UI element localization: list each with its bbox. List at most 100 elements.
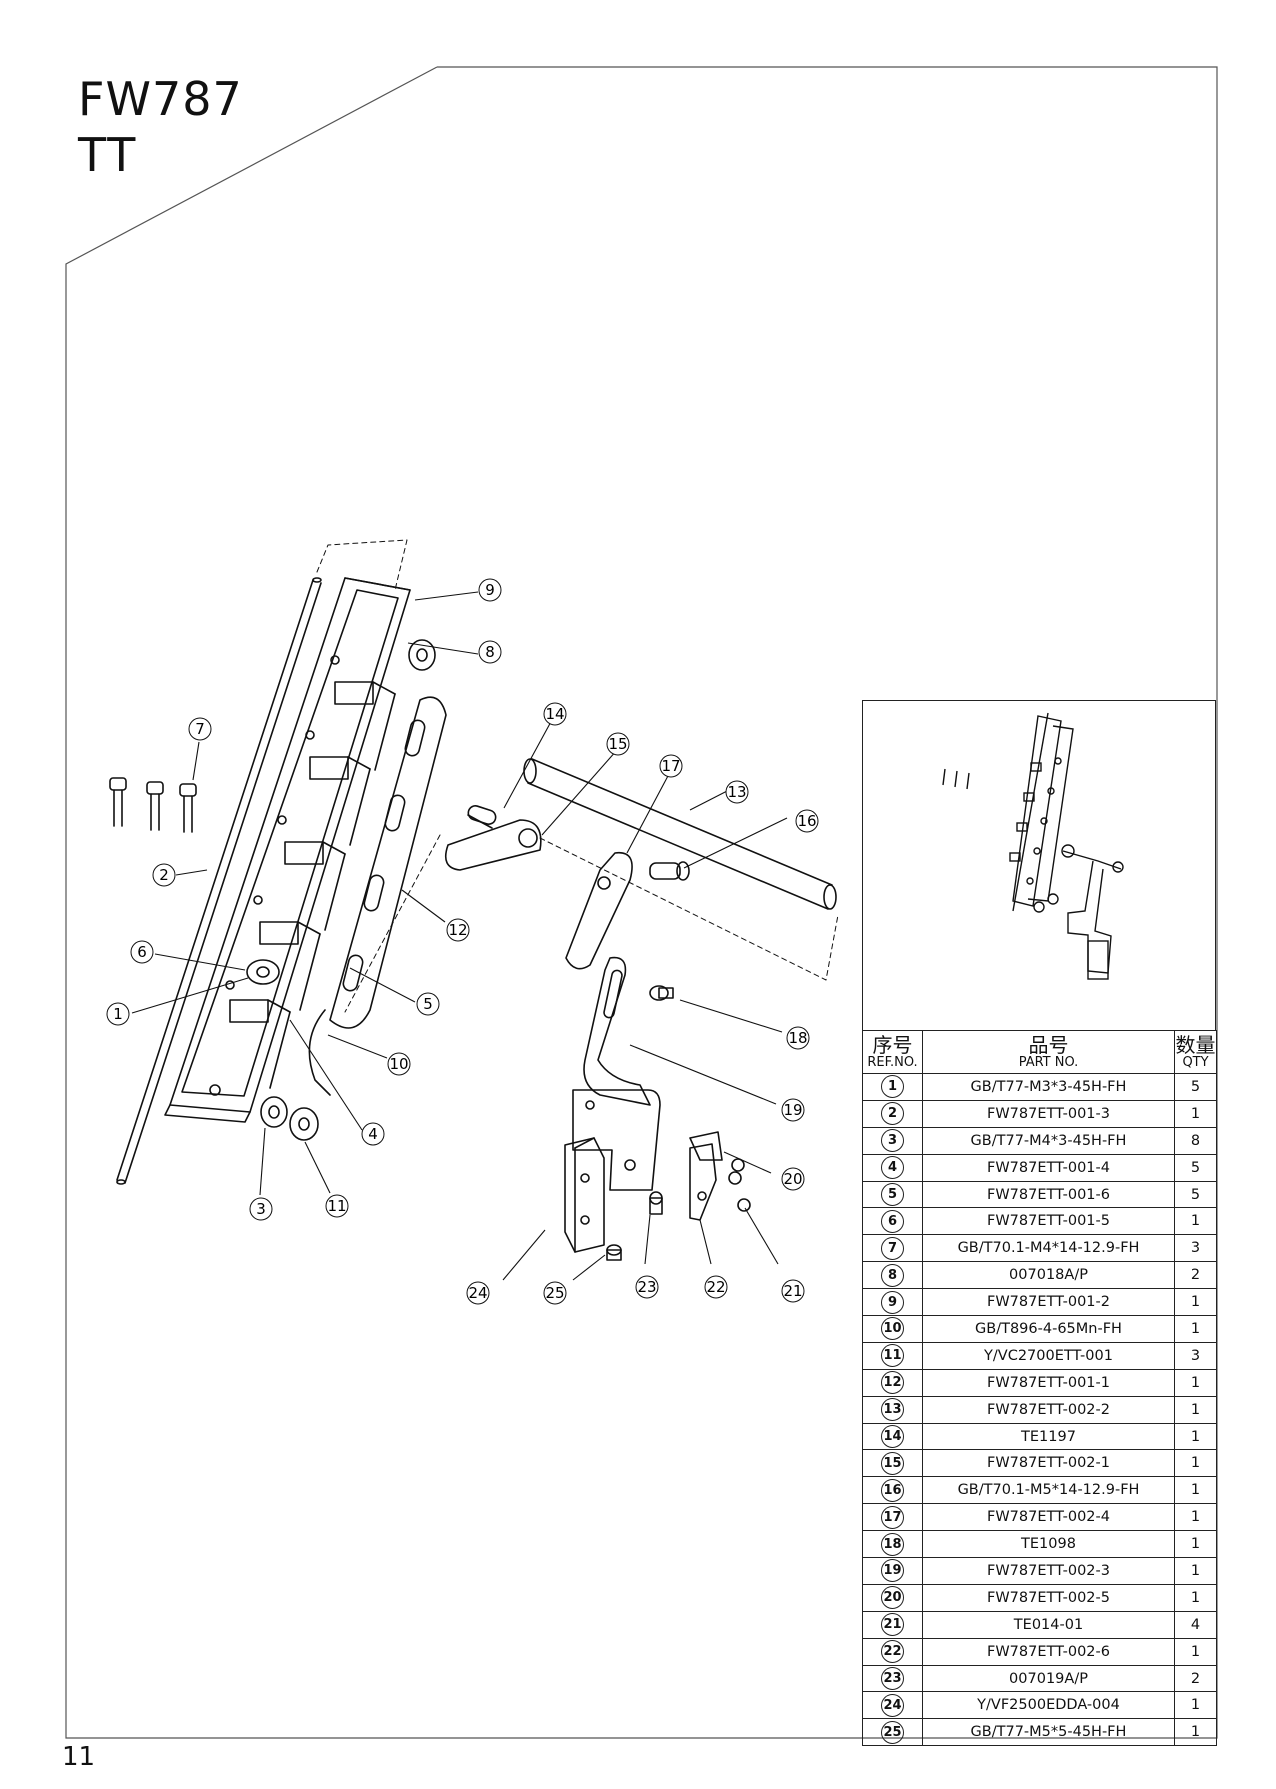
ref-number: 21 [881,1613,904,1637]
ref-number: 23 [881,1667,904,1691]
lever-17 [565,851,633,970]
ref-number: 22 [881,1640,904,1664]
ref-cell: 3 [862,1126,923,1155]
ref-cell: 19 [862,1557,923,1585]
ref-number: 7 [881,1236,904,1260]
part-number-cell: FW787ETT-002-3 [922,1557,1175,1585]
arm-15 [444,805,542,871]
ref-number: 4 [881,1156,904,1180]
part-number-cell: 007018A/P [922,1261,1175,1290]
callout-2: 2 [152,863,176,887]
svg-text:5: 5 [423,995,433,1013]
part-number-cell: FW787ETT-001-3 [922,1099,1175,1128]
callout-11: 11 [325,1194,349,1218]
slotted-plate-part [308,696,447,1096]
qty-cell: 8 [1174,1126,1217,1155]
qty-cell: 1 [1174,1368,1217,1397]
svg-text:15: 15 [608,735,627,753]
ref-number: 9 [881,1290,904,1314]
ref-number: 25 [881,1720,904,1744]
svg-text:4: 4 [368,1125,378,1143]
qty-cell: 1 [1174,1288,1217,1317]
part-number-cell: GB/T896-4-65Mn-FH [922,1315,1175,1343]
callout-4: 4 [361,1122,385,1146]
part-number-cell: FW787ETT-002-1 [922,1449,1175,1478]
qty-cell: 1 [1174,1583,1217,1612]
part-number-cell: Y/VF2500EDDA-004 [922,1691,1175,1720]
part-number-cell: FW787ETT-001-1 [922,1368,1175,1397]
ref-number: 11 [881,1344,904,1368]
svg-text:7: 7 [195,720,205,738]
ref-cell: 22 [862,1637,923,1666]
parts-drawing [109,539,839,1261]
svg-text:23: 23 [637,1278,656,1296]
ref-cell: 8 [862,1261,923,1290]
qty-cell: 1 [1174,1637,1217,1666]
qty-cell: 5 [1174,1073,1217,1101]
qty-cell: 1 [1174,1099,1217,1128]
svg-text:1: 1 [113,1005,123,1023]
clamp-blocks [229,681,396,1089]
ref-number: 1 [881,1075,904,1099]
ref-cell: 15 [862,1449,923,1478]
callout-19: 19 [781,1098,805,1122]
part-number-cell: FW787ETT-002-6 [922,1637,1175,1666]
part-number-cell: GB/T77-M4*3-45H-FH [922,1126,1175,1155]
ref-number: 24 [881,1693,904,1717]
callout-18: 18 [786,1026,810,1050]
lever-19 [583,956,651,1106]
ref-number: 3 [881,1129,904,1153]
callout-25: 25 [543,1281,567,1305]
ref-number: 16 [881,1478,904,1502]
callout-20: 20 [781,1167,805,1191]
callout-15: 15 [606,732,630,756]
qty-cell: 1 [1174,1449,1217,1478]
ref-cell: 16 [862,1476,923,1505]
part-number-cell: FW787ETT-002-5 [922,1583,1175,1612]
part-number-cell: FW787ETT-002-4 [922,1503,1175,1532]
part-number-cell: 007019A/P [922,1664,1175,1693]
qty-cell: 5 [1174,1153,1217,1182]
qty-cell: 3 [1174,1341,1217,1370]
frame-holes [209,655,340,1096]
ref-number: 15 [881,1451,904,1475]
page-title: FW787 [78,72,243,126]
pivot-block [246,959,280,985]
svg-text:13: 13 [727,783,746,801]
qty-cell: 5 [1174,1180,1217,1209]
qty-cell: 1 [1174,1557,1217,1585]
assembly-thumbnail [862,700,1216,1030]
part-number-cell: GB/T77-M3*3-45H-FH [922,1073,1175,1101]
ref-number: 5 [881,1183,904,1206]
callout-24: 24 [466,1281,490,1305]
svg-text:6: 6 [137,943,147,961]
ref-cell: 14 [862,1422,923,1451]
ref-cell: 4 [862,1153,923,1182]
svg-text:10: 10 [389,1055,408,1073]
part-number-cell: GB/T70.1-M5*14-12.9-FH [922,1476,1175,1505]
part-number-cell: TE014-01 [922,1610,1175,1639]
callout-23: 23 [635,1275,659,1299]
ref-number: 6 [881,1209,904,1233]
bracket-22 [689,1143,717,1221]
ref-cell: 24 [862,1691,923,1720]
ref-number: 17 [881,1505,904,1529]
qty-cell: 1 [1174,1395,1217,1424]
svg-text:24: 24 [468,1284,487,1302]
ref-number: 13 [881,1398,904,1422]
page-subtitle: TT [78,128,138,182]
callout-7: 7 [188,717,212,741]
svg-text:18: 18 [788,1029,807,1047]
svg-text:11: 11 [327,1197,346,1215]
